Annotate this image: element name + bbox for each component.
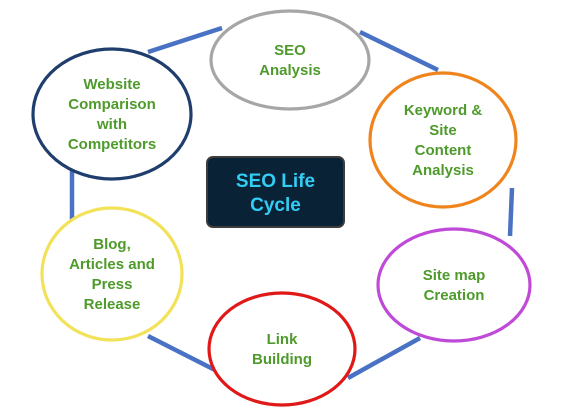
stage-label-line: Website [83,76,140,93]
stage-label-line: Blog, [93,236,131,253]
connector-site-map-to-link-building [346,336,422,380]
connector-seo-analysis-to-keyword [359,29,439,73]
stage-node-seo-analysis: SEO Analysis [209,9,371,111]
connector-keyword-to-site-map [507,187,515,237]
stage-ellipse-site-map-creation [376,227,532,343]
stage-label-line: Analysis [412,162,474,179]
center-title-line: SEO Life [236,171,315,192]
center-box-background [206,156,345,228]
connector-link-building-to-blog [146,333,217,373]
stage-ellipse-seo-analysis [209,9,371,111]
stage-label-line: Site [429,122,457,139]
stage-label-line: with [96,116,127,133]
stage-label-line: Articles and [69,256,155,273]
stage-label-line: Keyword & [404,102,483,119]
stage-label-line: Link [267,331,298,348]
stage-label-line: Press [92,276,133,293]
stage-ellipse-keyword-site-content-analysis [368,71,518,209]
stage-label-line: Creation [424,287,485,304]
stage-label-line: Release [84,296,141,313]
stage-label-line: Content [415,142,472,159]
center-title-line: Cycle [250,195,301,216]
stage-label-seo-analysis: SEO Analysis [259,42,321,79]
stage-ellipse-website-comparison [31,47,193,181]
stage-label-line: Competitors [68,136,156,153]
stage-label-line: Analysis [259,62,321,79]
stage-ellipse-blog-articles-press-release [40,206,184,342]
stage-label-line: SEO [274,42,306,59]
connector-website-comparison-to-seo-analysis [147,25,223,55]
stage-label-line: Site map [423,267,486,284]
stage-ellipse-link-building [207,291,357,407]
connectors [69,25,515,380]
stage-label-line: Building [252,351,312,368]
stage-label-line: Comparison [68,96,156,113]
